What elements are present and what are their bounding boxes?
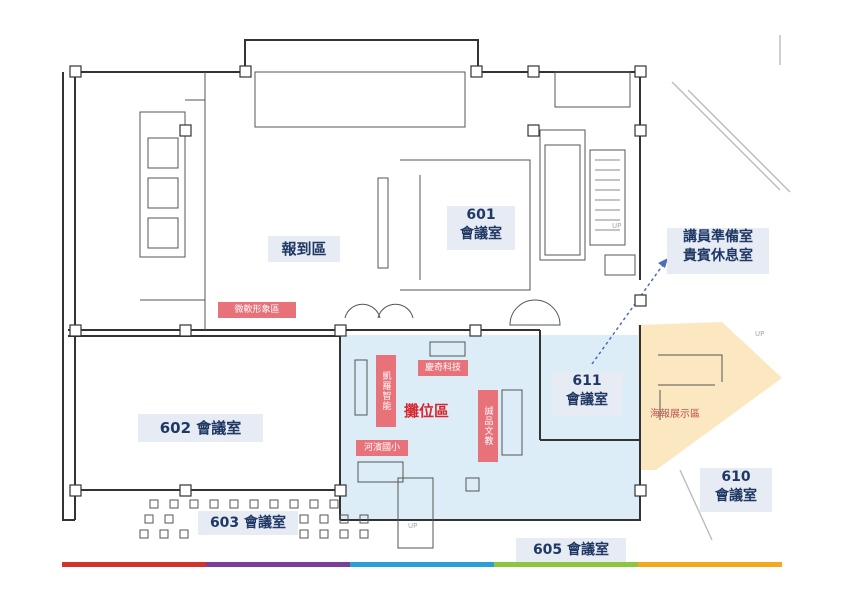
tag-dongpin: 誠品文教 [478,390,498,462]
tag-microsoft: 微軟形象區 [218,302,296,318]
speaker-prep-room: 講員準備室 [683,229,753,245]
room-601-label: 601 會議室 [447,206,515,250]
room-611-number: 611 [572,373,602,389]
stairs-up-label-1: UP [612,222,622,230]
poster-area-label: 海報展示區 [650,409,700,420]
stairs-up-label-2: UP [755,330,765,338]
poster-area-zone [638,322,782,470]
room-601-name: 會議室 [460,225,502,242]
checkin-area-label: 報到區 [268,236,340,262]
bottom-bar-green [494,562,638,567]
tag-hebin: 河濱國小 [356,440,408,456]
speaker-room-label: 講員準備室 貴賓休息室 [667,228,769,274]
room-611-label: 611 會議室 [552,372,622,416]
tag-linkcard: 凱羅智能 [376,355,396,427]
checkin-area-text: 報到區 [281,240,327,258]
room-602-label: 602 會議室 [138,414,263,442]
bottom-bar-blue [350,562,494,567]
room-601-number: 601 [466,207,496,223]
room-610-number: 610 [721,469,751,485]
bottom-bar-red [62,562,206,567]
stairs-up-label-3: UP [408,522,418,530]
room-605-text: 605 會議室 [532,542,610,558]
bottom-bar-orange [638,562,782,567]
bottom-bar-purple [206,562,350,567]
vip-lounge: 貴賓休息室 [683,247,753,264]
room-611-name: 會議室 [566,391,608,408]
room-605-label: 605 會議室 [516,538,626,562]
booth-area-title: 攤位區 [404,402,450,420]
room-603-text: 603 會議室 [209,515,287,531]
room-610-name: 會議室 [715,487,757,504]
tag-qiaorui: 慶奇科技 [418,360,468,376]
room-602-text: 602 會議室 [159,419,242,437]
room-603-label: 603 會議室 [198,511,298,535]
room-610-label: 610 會議室 [700,468,772,512]
